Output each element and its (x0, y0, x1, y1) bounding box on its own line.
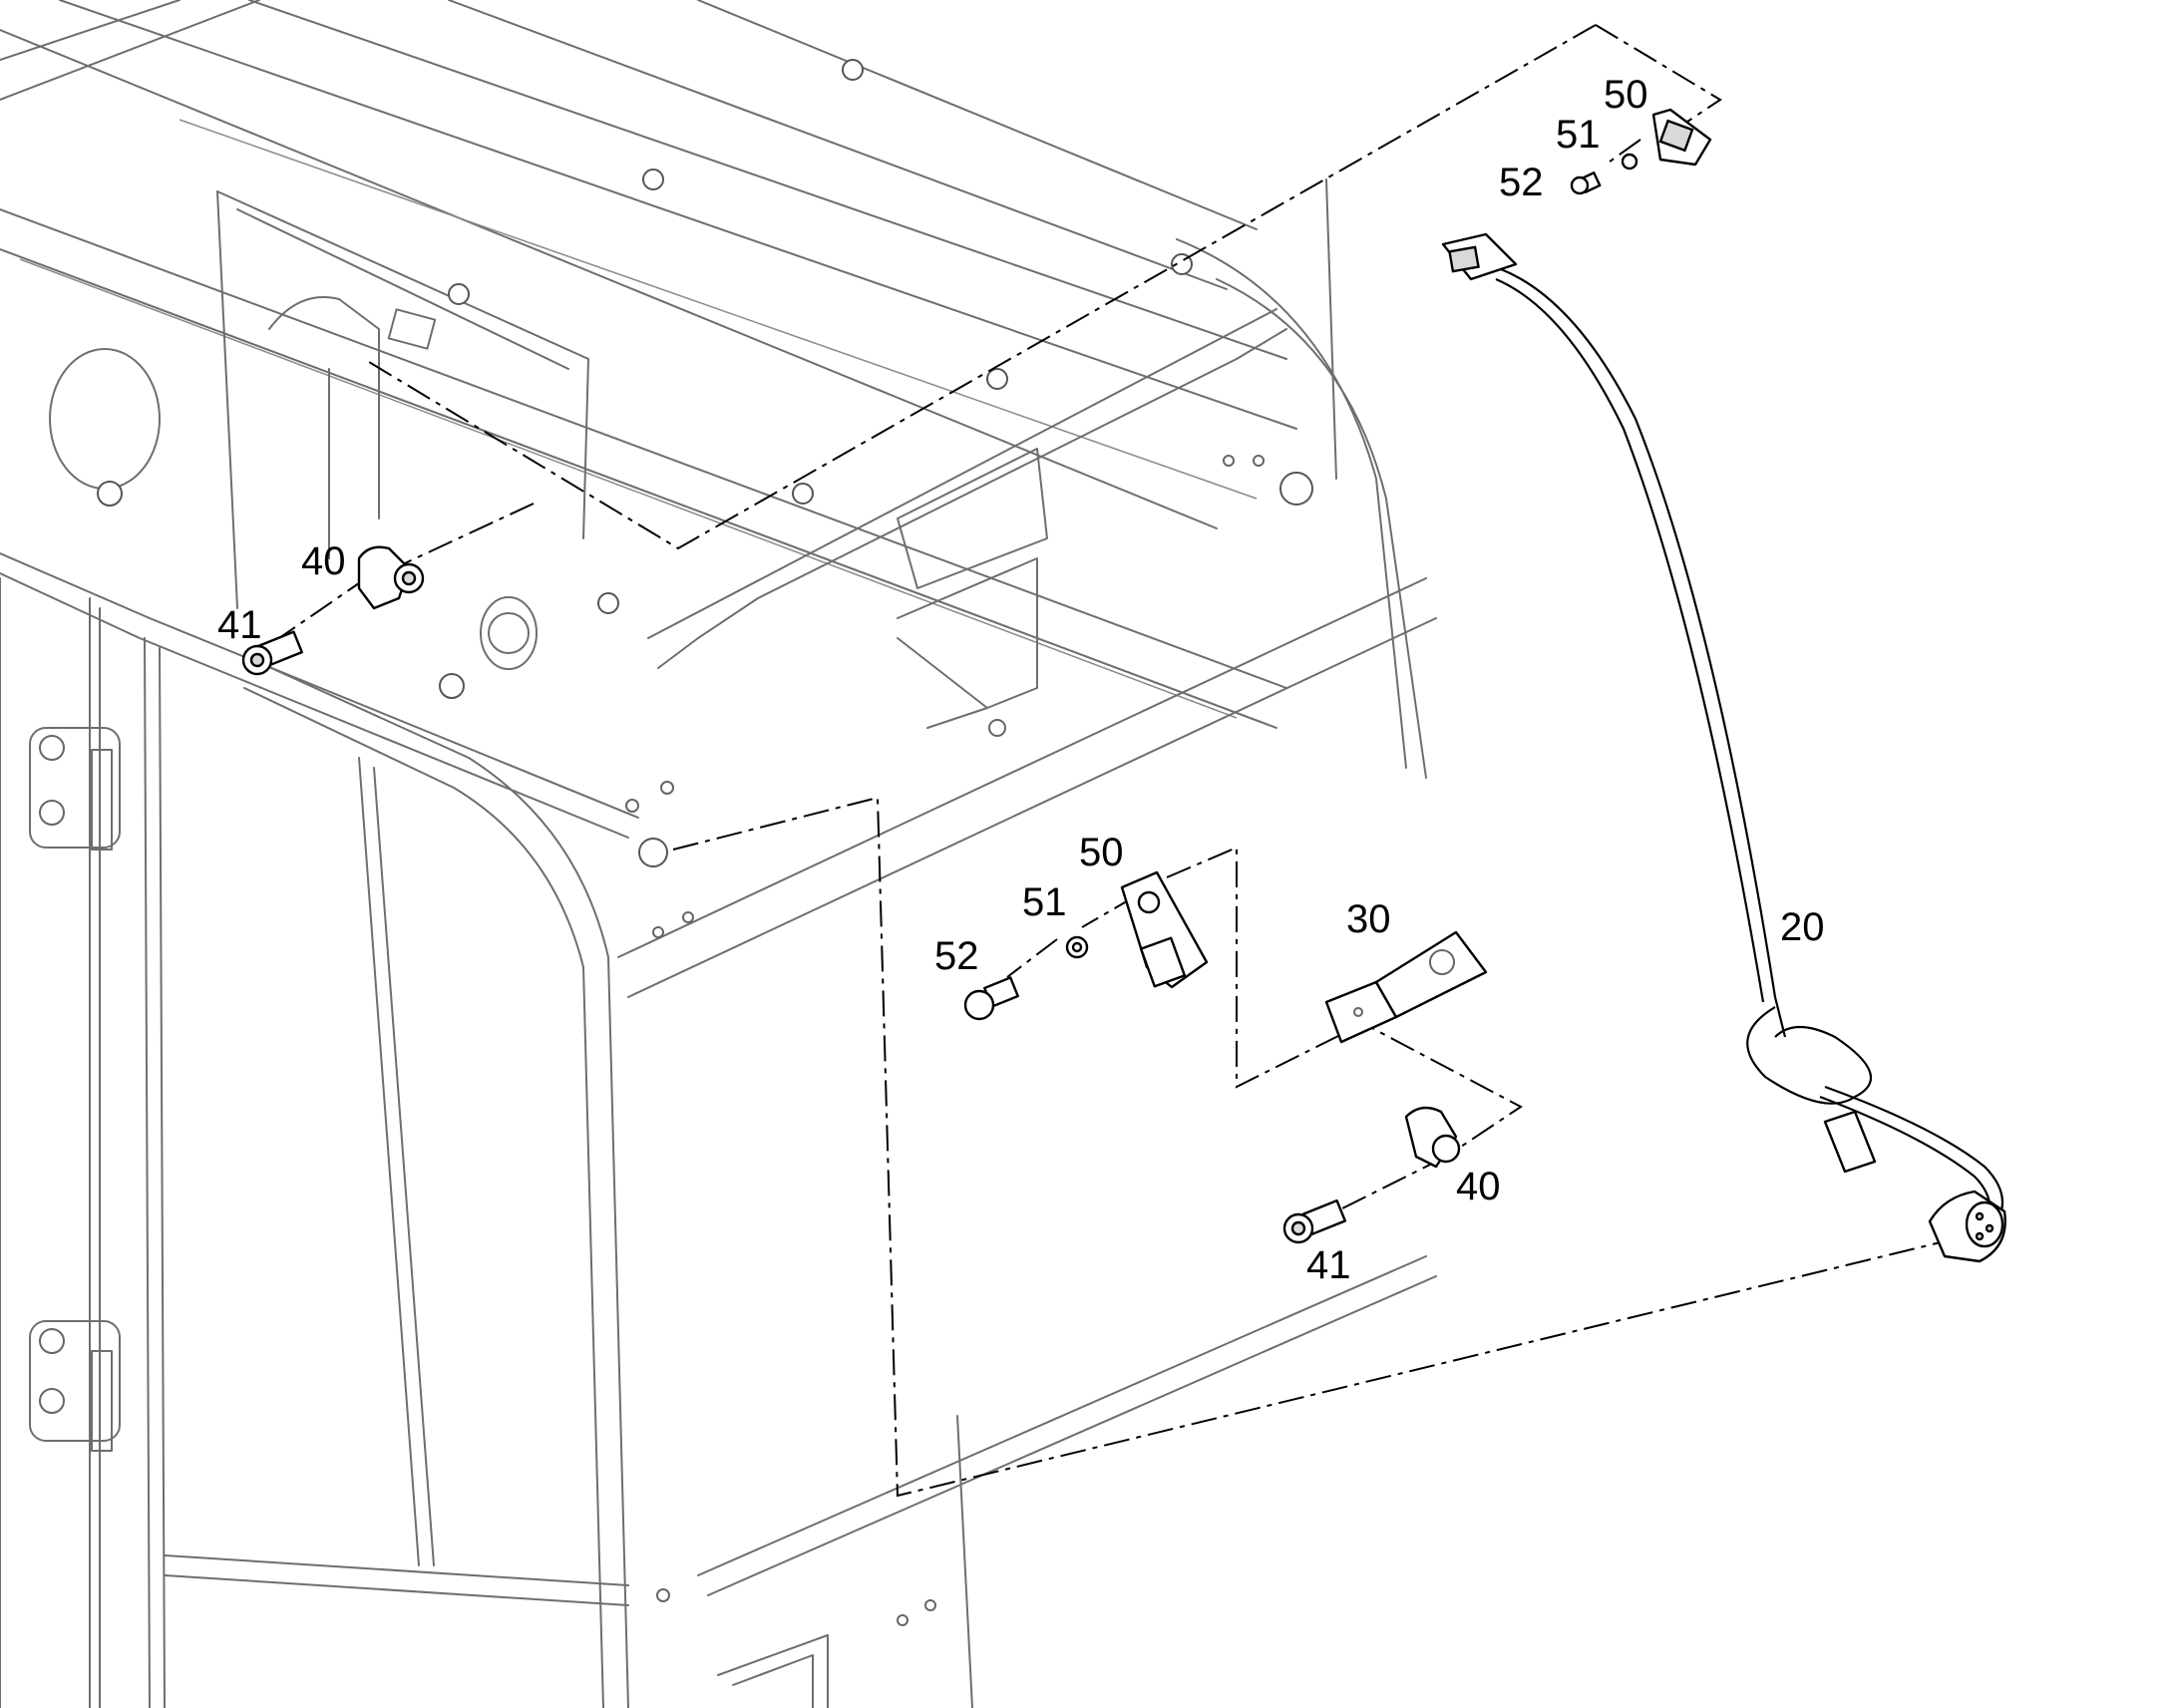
callout-labels: 50 51 52 40 41 50 51 52 30 40 41 20 (217, 73, 1825, 1287)
hinge-upper (29, 727, 121, 851)
leader-lines (278, 24, 1946, 1498)
callout-51-middle: 51 (1022, 880, 1067, 924)
part-52-middle-screw (963, 976, 1019, 1021)
cable-connector-middle (1823, 1110, 1877, 1174)
callout-50-middle: 50 (1079, 831, 1124, 874)
callout-52-top: 52 (1499, 161, 1544, 204)
part-40-right-clamp (1404, 1106, 1461, 1169)
part-41-right-bolt (1282, 1198, 1347, 1244)
part-41-left-bolt (241, 630, 303, 676)
part-52-upper-screw (1570, 171, 1602, 195)
callout-51-top: 51 (1556, 113, 1601, 157)
callout-41-right: 41 (1306, 1243, 1351, 1287)
part-51-upper-washer (1621, 153, 1638, 171)
hinge-lower (29, 1320, 121, 1452)
machine-housing (0, 0, 1437, 1708)
callout-20: 20 (1780, 905, 1825, 949)
cable-connector-round (1928, 1190, 2006, 1263)
part-20-cable-harness (1441, 232, 2006, 1263)
callout-50-top: 50 (1604, 73, 1648, 117)
roof-bolts (97, 59, 1313, 1626)
callout-30: 30 (1346, 897, 1391, 941)
callout-52-middle: 52 (934, 934, 979, 978)
cable-connector-top (1441, 232, 1518, 281)
callout-40-right: 40 (1456, 1165, 1501, 1208)
callout-41-left: 41 (217, 603, 262, 647)
part-40-left-clamp (357, 545, 425, 610)
callout-40-left: 40 (301, 539, 346, 583)
part-50-middle-clip (1120, 870, 1209, 989)
part-30-bracket (1324, 930, 1488, 1044)
part-50-upper-clip (1651, 108, 1712, 167)
part-51-middle-washer (1065, 935, 1089, 959)
